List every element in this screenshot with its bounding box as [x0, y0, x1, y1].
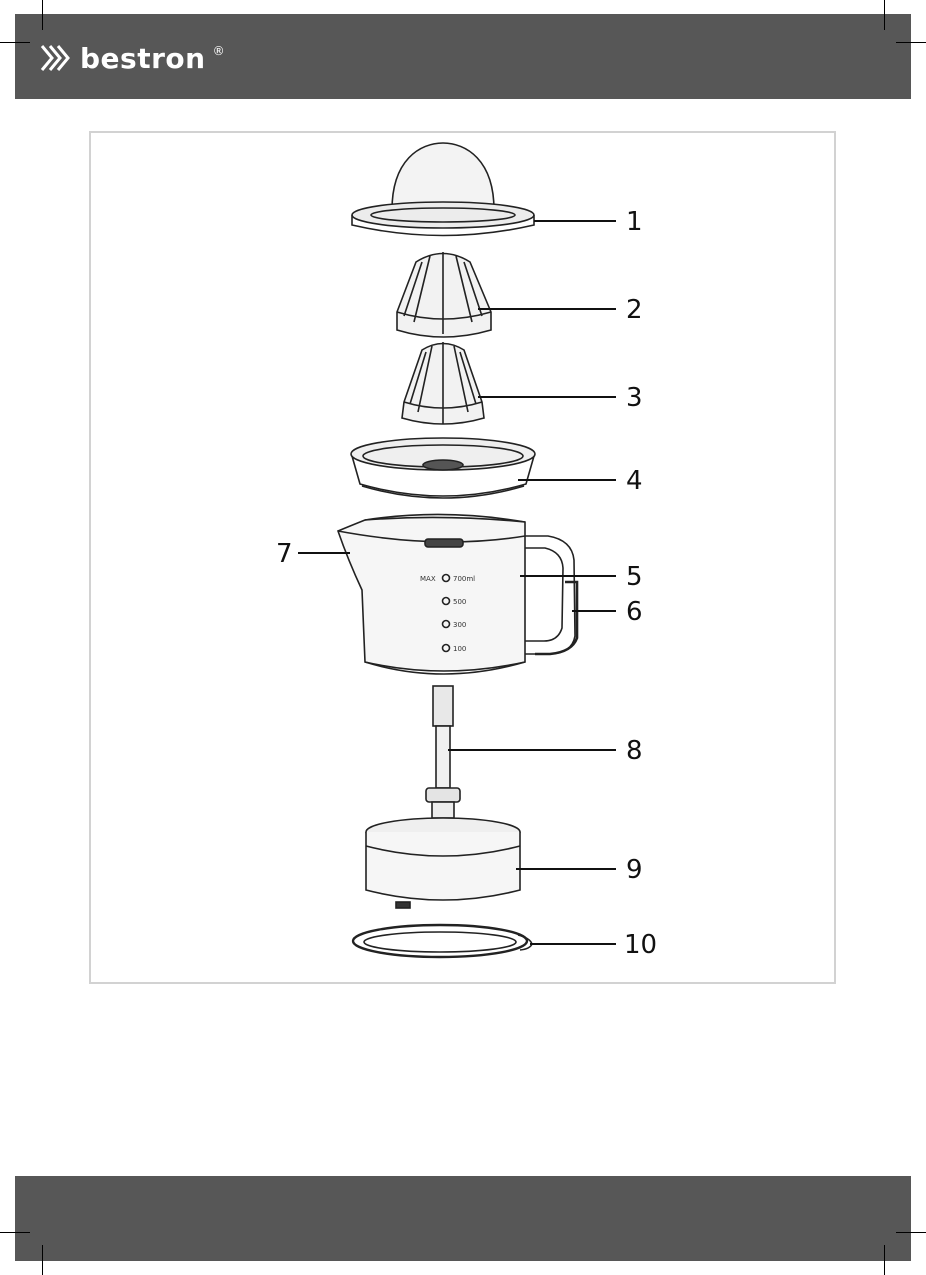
callout-10: 10	[624, 930, 657, 960]
callout-7: 7	[276, 539, 293, 569]
jug-marking-300: 300	[453, 621, 466, 629]
callout-8: 8	[626, 736, 643, 766]
callout-9: 9	[626, 855, 643, 885]
part-motor-base	[366, 818, 520, 908]
jug-marking-100: 100	[453, 645, 466, 653]
part-sieve-bowl	[351, 438, 535, 498]
callout-4: 4	[626, 466, 643, 496]
jug-marking-700: 700ml	[453, 575, 475, 583]
callout-3: 3	[626, 383, 643, 413]
part-small-cone	[402, 342, 484, 424]
part-large-cone	[397, 252, 491, 337]
callout-6: 6	[626, 597, 643, 627]
callout-5: 5	[626, 562, 643, 592]
callout-1: 1	[626, 207, 643, 237]
jug-marking-500: 500	[453, 598, 466, 606]
part-drive-shaft	[426, 686, 460, 818]
callout-2: 2	[626, 295, 643, 325]
part-cord-ring	[353, 925, 532, 957]
part-dome-cover	[352, 143, 534, 236]
jug-marking-max: MAX	[420, 575, 436, 583]
